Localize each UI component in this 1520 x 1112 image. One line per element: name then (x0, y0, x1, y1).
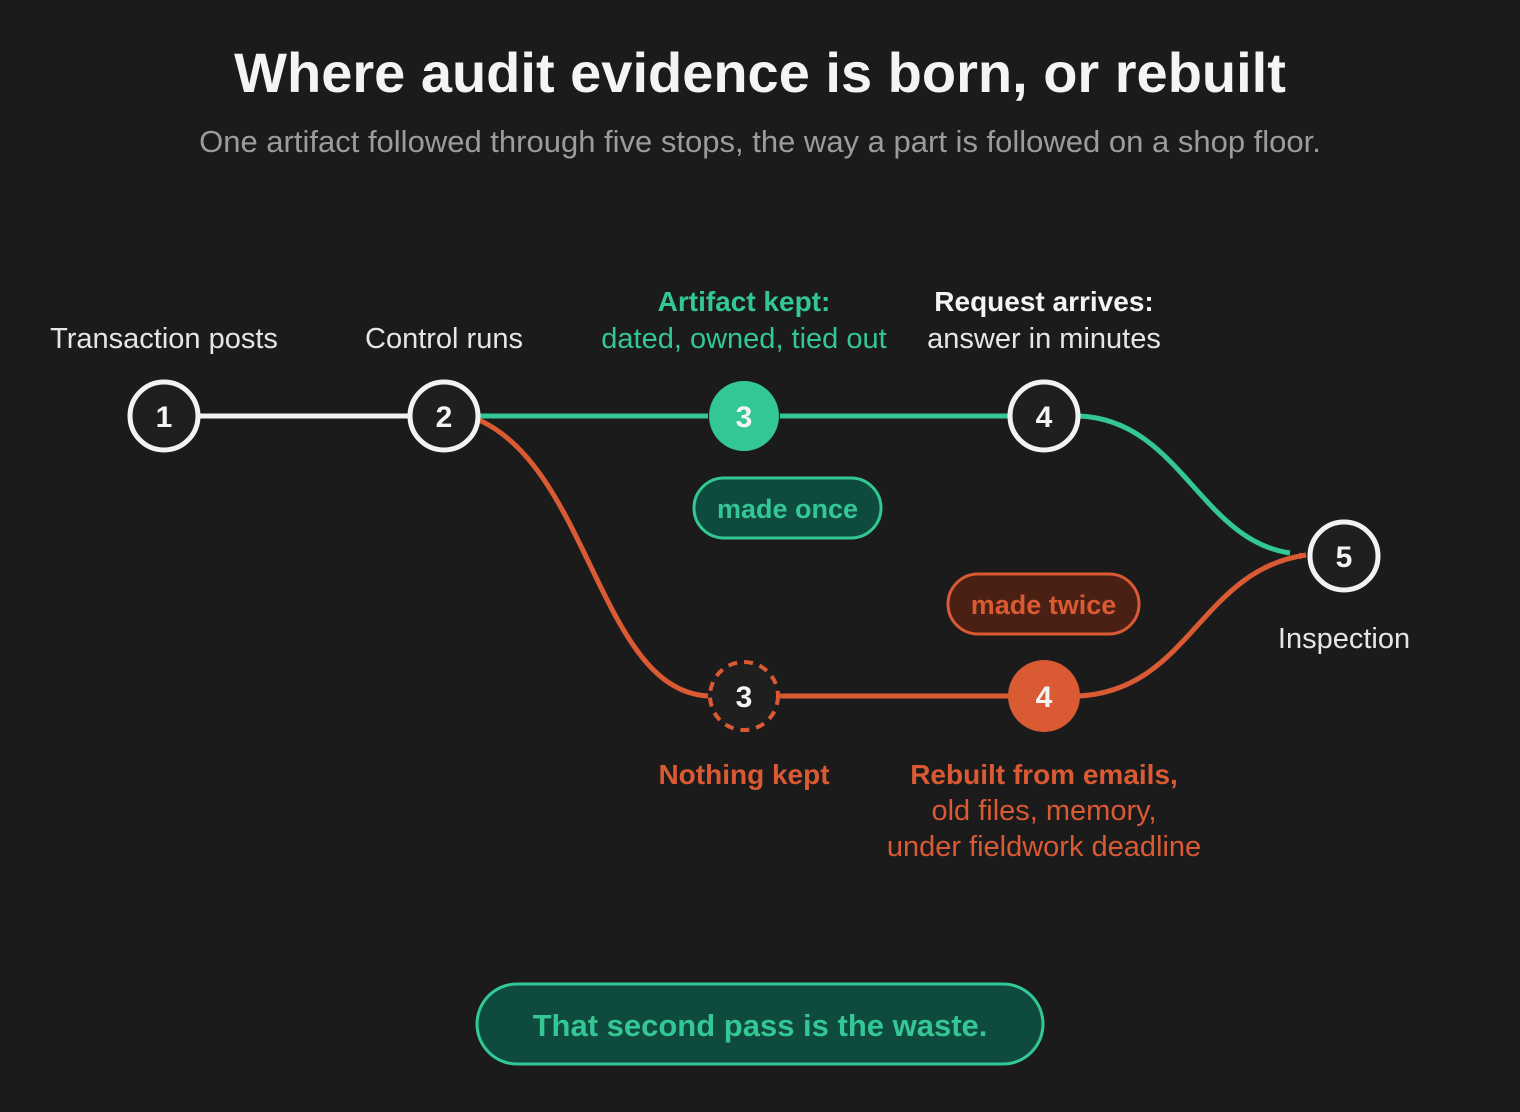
waste-callout-text: That second pass is the waste. (533, 1008, 988, 1043)
node-4-rebuilt: 4 (1008, 660, 1080, 732)
node-2: 2 (407, 379, 481, 453)
node-1: 1 (127, 379, 201, 453)
node-3-nothing-kept-heading: Nothing kept (658, 759, 829, 790)
connector-bad-4-5 (1078, 552, 1307, 699)
node-4-rebuilt-detail-line1: old files, memory, (931, 795, 1156, 827)
connector-good-4-5 (1078, 413, 1291, 556)
node-2-number: 2 (436, 401, 453, 434)
page-title: Where audit evidence is born, or rebuilt (234, 41, 1286, 104)
node-3-kept: 3 (709, 381, 779, 451)
node-4-request: 4 (1007, 379, 1081, 453)
node-4-request-number: 4 (1036, 401, 1053, 434)
node-3-kept-number: 3 (736, 401, 753, 434)
made-once-label: made once (717, 494, 858, 524)
made-twice-badge: made twice (946, 572, 1141, 636)
connector-bad-2-3 (477, 417, 709, 699)
node-4-request-detail: answer in minutes (927, 323, 1161, 355)
node-4-request-heading: Request arrives: (934, 286, 1153, 317)
made-twice-label: made twice (971, 590, 1117, 620)
node-4-rebuilt-number: 4 (1036, 681, 1053, 714)
made-once-badge: made once (692, 476, 883, 540)
node-3-nothing-kept-number: 3 (736, 681, 753, 714)
waste-callout: That second pass is the waste. (475, 982, 1045, 1066)
node-5: 5 (1307, 519, 1381, 593)
node-1-number: 1 (156, 401, 173, 434)
node-5-label: Inspection (1278, 623, 1410, 655)
node-2-label: Control runs (365, 323, 523, 355)
node-4-rebuilt-heading: Rebuilt from emails, (910, 759, 1178, 790)
node-3-nothing-kept: 3 (708, 660, 780, 732)
node-3-kept-detail: dated, owned, tied out (601, 323, 886, 355)
node-4-rebuilt-detail-line2: under fieldwork deadline (887, 831, 1201, 863)
page-subtitle: One artifact followed through five stops… (199, 124, 1321, 159)
node-1-label: Transaction posts (50, 323, 278, 355)
node-5-number: 5 (1336, 541, 1353, 574)
node-3-kept-heading: Artifact kept: (658, 286, 831, 317)
